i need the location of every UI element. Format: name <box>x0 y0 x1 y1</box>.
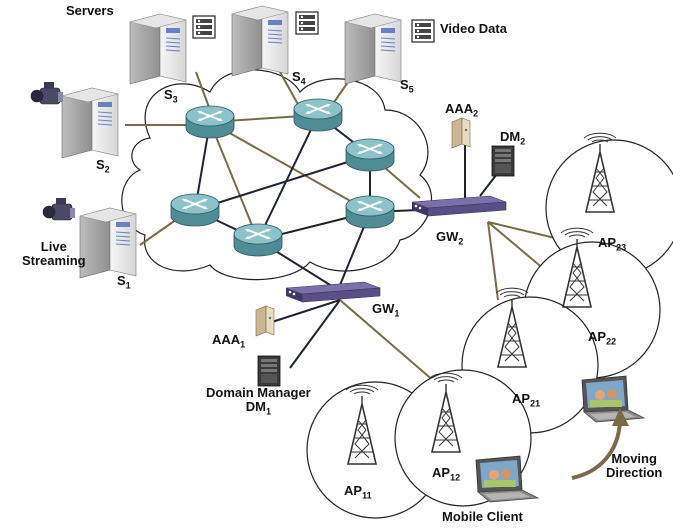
ap23-label: AP23 <box>598 235 627 253</box>
domain-manager-text: Domain Manager <box>206 385 311 400</box>
dm2-domain-manager-icon <box>491 145 515 177</box>
moving-direction-arrow <box>571 421 622 480</box>
router-icon <box>293 98 343 132</box>
moving-direction-line2: Direction <box>606 465 663 481</box>
ap11-label: AP11 <box>344 483 372 501</box>
gw2-links <box>464 135 556 301</box>
video-data-label: Video Data <box>440 21 507 36</box>
s4-server-icon <box>231 5 289 77</box>
router-icon <box>170 193 220 227</box>
domain-manager-label: Domain Manager DM1 <box>206 385 311 418</box>
s5-label: S5 <box>400 77 414 95</box>
s3-label: S3 <box>164 87 178 105</box>
ap21-label: AP21 <box>512 391 541 409</box>
s2-label: S2 <box>96 157 110 175</box>
servers-label: Servers <box>66 3 114 18</box>
dm1-label: DM1 <box>245 399 271 417</box>
router-icon <box>233 223 283 257</box>
s4-label: S4 <box>292 69 306 87</box>
dm2-label: DM2 <box>500 129 526 147</box>
aaa2-server-icon <box>451 117 471 149</box>
gw1-links <box>271 299 436 383</box>
arrow-head-icon <box>612 408 629 426</box>
aaa2-label: AAA2 <box>445 101 479 119</box>
disk-stack-icon <box>295 11 319 35</box>
live-streaming-line2: Streaming <box>22 253 86 269</box>
s2-server-icon <box>61 87 119 159</box>
video-camera-icon <box>42 197 76 221</box>
gw1-label: GW1 <box>372 301 400 319</box>
ap22-label: AP22 <box>588 329 617 347</box>
dm1-domain-manager-icon <box>257 355 281 387</box>
aaa1-label: AAA1 <box>212 332 246 350</box>
ap12-label: AP12 <box>432 465 461 483</box>
mobile-client-laptop-icon <box>475 455 539 503</box>
s1-server-icon <box>79 207 137 279</box>
laptop-icon <box>581 375 645 423</box>
disk-stack-icon <box>411 19 435 43</box>
disk-stack-icon <box>192 15 216 39</box>
aaa1-server-icon <box>255 305 275 337</box>
mobile-client-label: Mobile Client <box>442 509 523 524</box>
moving-direction-line1: Moving <box>611 451 657 466</box>
s3-server-icon <box>129 13 187 85</box>
video-camera-icon <box>30 81 64 105</box>
gw1-gateway-icon <box>285 281 381 303</box>
live-streaming-label: Live Streaming <box>22 239 86 269</box>
router-icon <box>345 195 395 229</box>
live-streaming-line1: Live <box>40 239 67 254</box>
router-icon <box>185 105 235 139</box>
s1-label: S1 <box>117 273 131 291</box>
router-icon <box>345 138 395 172</box>
s5-server-icon <box>344 13 402 85</box>
gw2-label: GW2 <box>436 229 464 247</box>
moving-direction-label: Moving Direction <box>606 451 663 481</box>
